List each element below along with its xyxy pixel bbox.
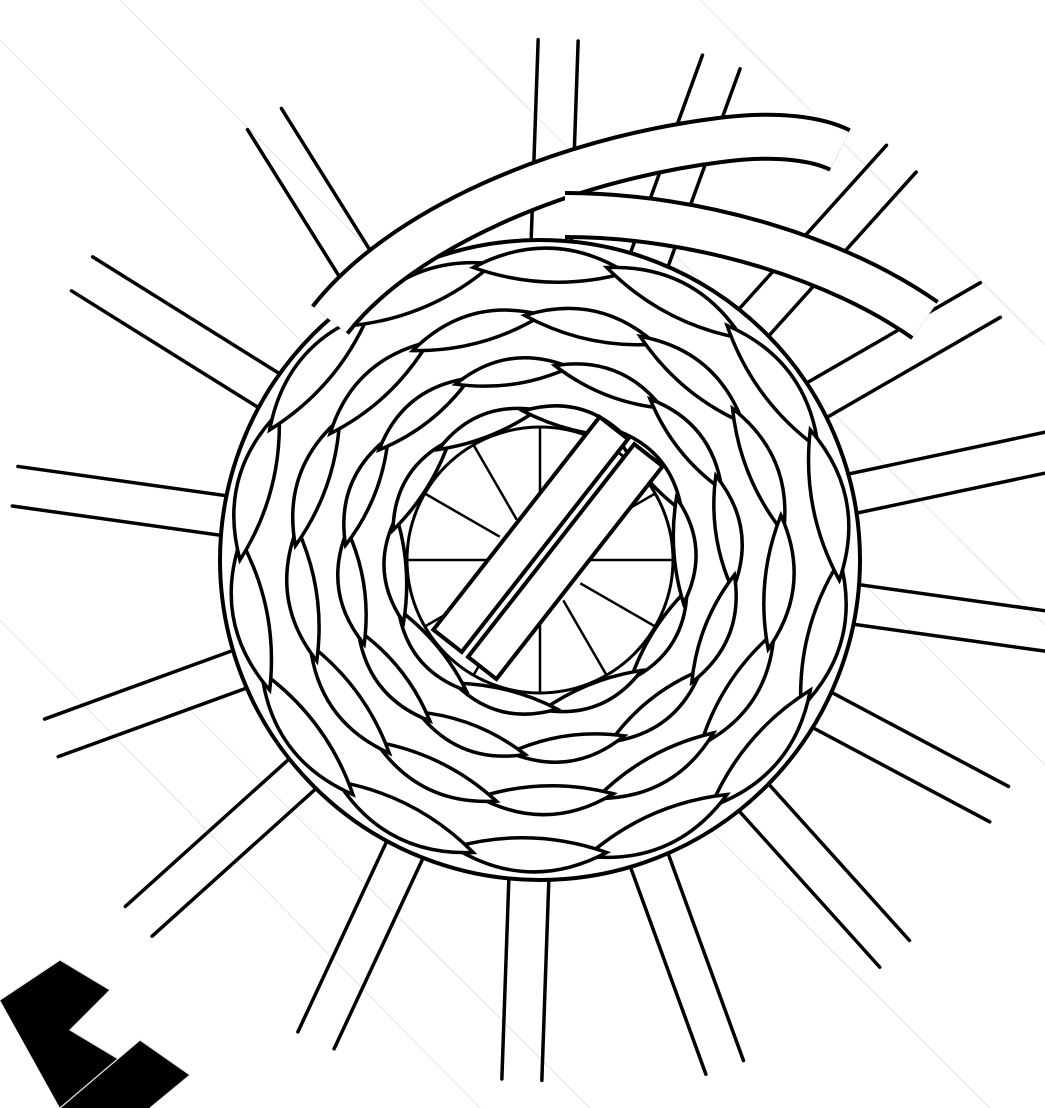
woven-rounds xyxy=(220,240,860,880)
